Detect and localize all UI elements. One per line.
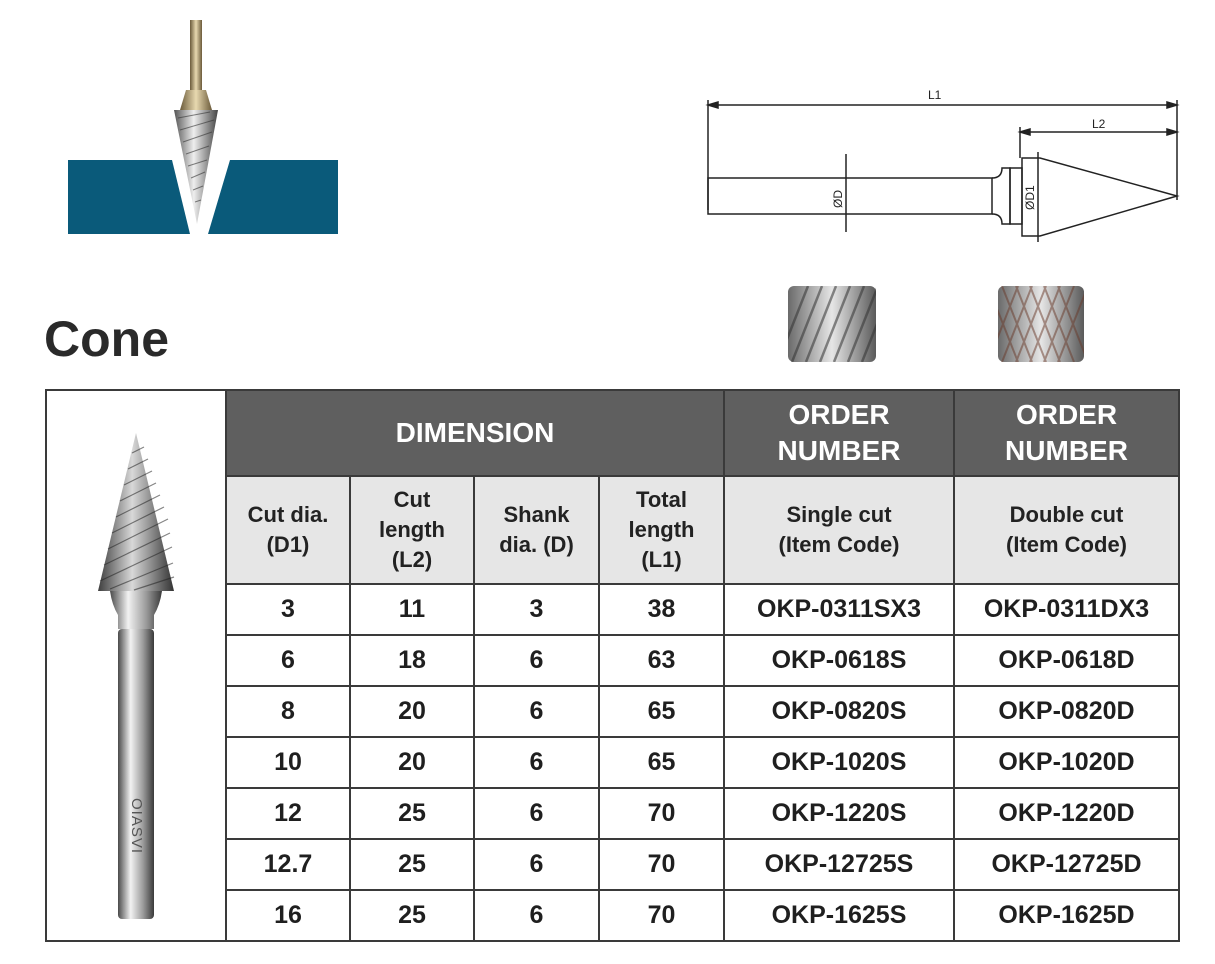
col-header-shank-dia: Shank dia. (D) [473, 475, 600, 585]
cell-total-length: 38 [598, 583, 725, 636]
cell-cut-dia: 8 [225, 685, 351, 738]
cell-shank-dia: 6 [473, 685, 600, 738]
cell-shank-dia: 6 [473, 634, 600, 687]
cell-cut-length: 18 [349, 634, 475, 687]
cell-shank-dia: 6 [473, 736, 600, 789]
table-row: 16 25 6 70 OKP-1625S OKP-1625D [46, 889, 1180, 942]
cell-double-code: OKP-1625D [953, 889, 1180, 942]
cell-cut-length: 25 [349, 838, 475, 891]
table-row: 10 20 6 65 OKP-1020S OKP-1020D [46, 736, 1180, 789]
cell-double-code: OKP-0311DX3 [953, 583, 1180, 636]
col-header-total-length: Total length (L1) [598, 475, 725, 585]
cell-cut-length: 25 [349, 889, 475, 942]
cone-burr-image: OIASVI [98, 433, 175, 919]
table-row: 8 20 6 65 OKP-0820S OKP-0820D [46, 685, 1180, 738]
table-row: 12.7 25 6 70 OKP-12725S OKP-12725D [46, 838, 1180, 891]
burr-shank [118, 629, 154, 919]
cell-double-code: OKP-12725D [953, 838, 1180, 891]
cell-single-code: OKP-0618S [723, 634, 955, 687]
page-title: Cone [44, 311, 169, 367]
cell-total-length: 63 [598, 634, 725, 687]
cell-total-length: 70 [598, 838, 725, 891]
shank-engraving: OIASVI [128, 798, 145, 854]
order-number-header-double: ORDER NUMBER [953, 389, 1180, 477]
double-cut-swatch [998, 286, 1084, 362]
spec-table: OIASVI DIMENSION ORDER NUMBER ORDER NUMB… [45, 389, 1180, 942]
cell-single-code: OKP-1625S [723, 889, 955, 942]
cell-total-length: 65 [598, 736, 725, 789]
cell-single-code: OKP-12725S [723, 838, 955, 891]
cell-single-code: OKP-0820S [723, 685, 955, 738]
dimension-header: DIMENSION [225, 389, 725, 477]
cell-cut-length: 25 [349, 787, 475, 840]
col-header-cut-dia: Cut dia. (D1) [225, 475, 351, 585]
burr-head [98, 433, 174, 591]
cell-shank-dia: 6 [473, 889, 600, 942]
cell-double-code: OKP-0820D [953, 685, 1180, 738]
cell-cut-length: 20 [349, 685, 475, 738]
cell-total-length: 65 [598, 685, 725, 738]
cell-cut-length: 20 [349, 736, 475, 789]
col-header-cut-length: Cut length (L2) [349, 475, 475, 585]
cell-double-code: OKP-1020D [953, 736, 1180, 789]
cell-cut-dia: 12 [225, 787, 351, 840]
table-row: 6 18 6 63 OKP-0618S OKP-0618D [46, 634, 1180, 687]
cell-single-code: OKP-1220S [723, 787, 955, 840]
product-image-cell: OIASVI [45, 389, 227, 942]
cell-cut-dia: 12.7 [225, 838, 351, 891]
table-row: 12 25 6 70 OKP-1220S OKP-1220D [46, 787, 1180, 840]
cell-single-code: OKP-1020S [723, 736, 955, 789]
usage-illustration [68, 20, 338, 234]
cell-total-length: 70 [598, 787, 725, 840]
cell-double-code: OKP-1220D [953, 787, 1180, 840]
col-header-single-cut: Single cut (Item Code) [723, 475, 955, 585]
cell-cut-dia: 6 [225, 634, 351, 687]
workpiece-left [68, 160, 190, 234]
col-header-double-cut: Double cut (Item Code) [953, 475, 1180, 585]
cell-cut-dia: 10 [225, 736, 351, 789]
l1-label: L1 [928, 88, 942, 102]
cell-cut-length: 11 [349, 583, 475, 636]
cell-shank-dia: 3 [473, 583, 600, 636]
cell-shank-dia: 6 [473, 787, 600, 840]
d1-label: ØD1 [1023, 185, 1037, 210]
l2-label: L2 [1092, 117, 1106, 131]
cell-cut-dia: 3 [225, 583, 351, 636]
cell-shank-dia: 6 [473, 838, 600, 891]
cone-head [174, 110, 218, 224]
single-cut-swatch [788, 286, 876, 362]
order-number-header-single: ORDER NUMBER [723, 389, 955, 477]
cell-single-code: OKP-0311SX3 [723, 583, 955, 636]
table-row: 3 11 3 38 OKP-0311SX3 OKP-0311DX3 [46, 583, 1180, 636]
dimension-diagram: L1 L2 ØD ØD1 [705, 88, 1180, 242]
d-label: ØD [831, 190, 845, 208]
cell-double-code: OKP-0618D [953, 634, 1180, 687]
cell-total-length: 70 [598, 889, 725, 942]
cell-cut-dia: 16 [225, 889, 351, 942]
workpiece-right [208, 160, 338, 234]
